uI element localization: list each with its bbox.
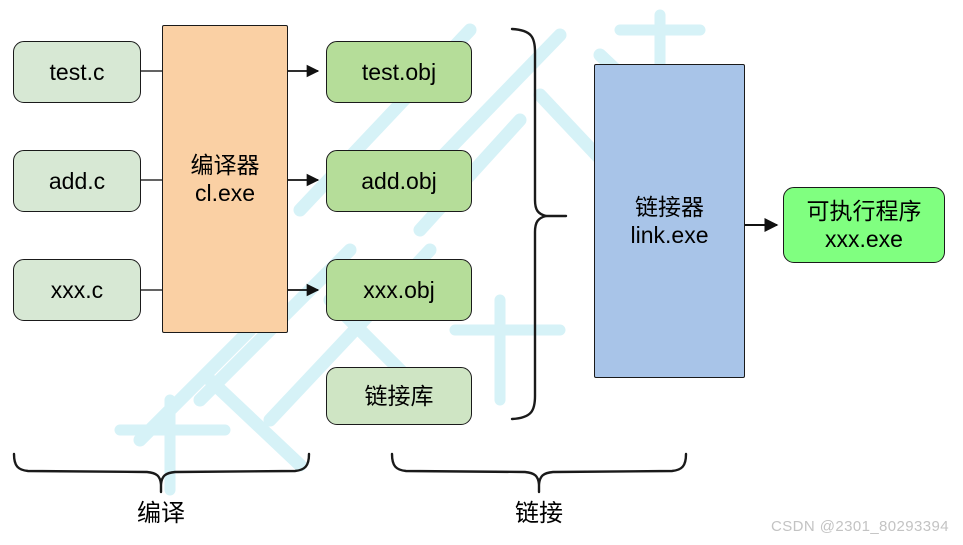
phase-label-link: 链接	[515, 500, 563, 527]
executable-line-1: 可执行程序	[806, 197, 922, 224]
node-executable[interactable]: 可执行程序 xxx.exe	[783, 187, 945, 263]
compiler-line-1: 编译器	[190, 151, 260, 178]
executable-line-2: xxx.exe	[825, 226, 903, 252]
compiler-line-2: cl.exe	[194, 180, 256, 206]
csdn-credit: CSDN @2301_80293394	[771, 518, 949, 535]
node-object-add-obj[interactable]: add.obj	[326, 150, 472, 212]
node-label: xxx.c	[50, 276, 104, 303]
node-object-xxx-obj[interactable]: xxx.obj	[326, 259, 472, 321]
node-label: 链接库	[364, 382, 434, 409]
node-label: test.obj	[361, 58, 437, 85]
linker-line-1: 链接器	[635, 193, 704, 220]
node-link-library[interactable]: 链接库	[326, 367, 472, 425]
node-label: add.c	[48, 167, 106, 194]
node-label: xxx.obj	[363, 276, 435, 303]
node-object-test-obj[interactable]: test.obj	[326, 41, 472, 103]
linker-line-2: link.exe	[630, 222, 709, 248]
node-linker[interactable]: 链接器 link.exe	[594, 64, 745, 378]
phase-label-compile: 编译	[137, 500, 185, 527]
brace-compile-phase	[12, 452, 311, 486]
node-source-test-c[interactable]: test.c	[13, 41, 141, 103]
node-label: add.obj	[361, 167, 437, 194]
brace-link-inputs	[510, 27, 548, 421]
node-label: test.c	[49, 58, 105, 85]
node-source-add-c[interactable]: add.c	[13, 150, 141, 212]
node-source-xxx-c[interactable]: xxx.c	[13, 259, 141, 321]
node-compiler[interactable]: 编译器 cl.exe	[162, 25, 288, 333]
brace-link-phase	[390, 452, 688, 486]
